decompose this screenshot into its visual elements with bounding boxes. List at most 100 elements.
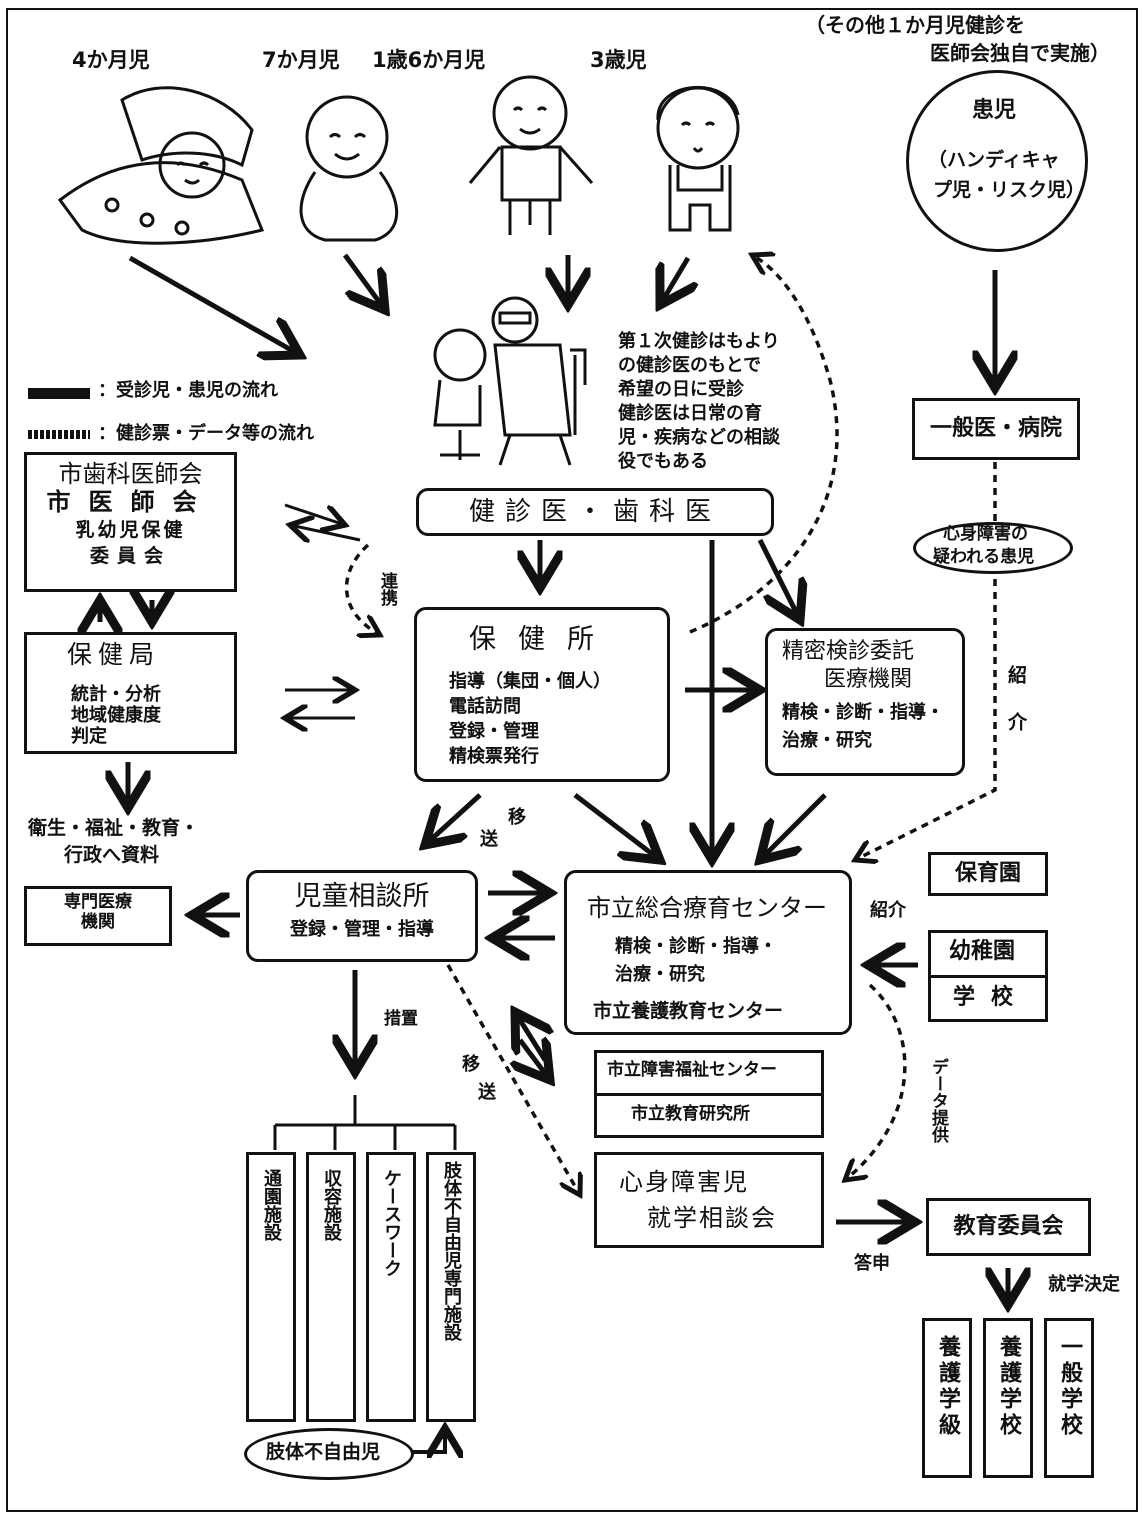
first-exam-note-4: 健診医は日常の育 xyxy=(618,404,762,425)
arrow-committee-exam xyxy=(285,505,345,525)
infant-7m-figure xyxy=(285,82,415,252)
doctor-exam-figure xyxy=(420,285,595,475)
legend-data-swatch xyxy=(28,430,90,439)
infant-4m-figure xyxy=(52,80,272,250)
public-health-line2: 電話訪問 xyxy=(449,697,521,718)
general-center-line1: 精検・診断・指導・ xyxy=(615,937,777,958)
measures-label: 措置 xyxy=(384,1010,418,1030)
public-health-line1: 指導（集団・個人） xyxy=(449,672,611,693)
committee-line4: 委員会 xyxy=(27,546,234,568)
health-bureau-line3: 判定 xyxy=(71,727,107,748)
school-general: 一般学校 xyxy=(1044,1318,1094,1478)
detailed-exam-line1: 精検・診断・指導・ xyxy=(782,703,944,724)
committee-line1: 市歯科医師会 xyxy=(27,461,234,489)
age-4m: 4か月児 xyxy=(72,48,150,72)
facility-residential: 収容施設 xyxy=(306,1152,356,1422)
physically-disabled-label: 肢体不自由児 xyxy=(266,1442,380,1464)
detailed-exam-title2: 医療機関 xyxy=(824,667,912,692)
arrow-3y xyxy=(660,258,688,305)
nursery-box: 保育園 xyxy=(928,852,1048,896)
kindergarten-label: 幼稚園 xyxy=(949,939,1015,964)
facility-physical: 肢体不自由児専門施設 xyxy=(426,1152,476,1422)
suspected-line1: 心身障害の xyxy=(943,525,1028,545)
school-special-school: 養護学校 xyxy=(983,1318,1033,1478)
council-box: 心身障害児 就学相談会 xyxy=(594,1152,824,1248)
health-bureau-box: 保健局 統計・分析 地域健康度 判定 xyxy=(24,632,237,754)
transfer2-b: 送 xyxy=(478,1083,496,1104)
general-center-line2: 治療・研究 xyxy=(615,965,705,986)
legend-patient-flow: ：受診児・患児の流れ xyxy=(98,381,278,402)
arrow-7m xyxy=(345,255,385,310)
specialist-box: 専門医療 機関 xyxy=(24,886,172,946)
welfare-institute-box: 市立障害福祉センター 市立教育研究所 xyxy=(594,1050,824,1138)
detailed-exam-box: 精密検診委託 医療機関 精検・診断・指導・ 治療・研究 xyxy=(765,628,965,776)
patient-sub1: （ハンディキャ xyxy=(928,150,1060,172)
admin-data-line1: 衛生・福祉・教育・ xyxy=(28,818,199,840)
general-center-sub: 市立養護教育センター xyxy=(593,1001,783,1023)
transfer1-a: 移 xyxy=(508,808,526,829)
school-special-class: 養護学級 xyxy=(922,1318,972,1478)
arrow-ph-consult xyxy=(425,795,480,845)
transfer1-b: 送 xyxy=(480,830,498,851)
admin-data-line2: 行政へ資料 xyxy=(64,845,159,867)
suspected-line2: 疑われる患児 xyxy=(933,548,1034,568)
transfer2-a: 移 xyxy=(462,1055,480,1076)
general-center-box: 市立総合療育センター 精検・診断・指導・ 治療・研究 市立養護教育センター xyxy=(564,870,852,1035)
public-health-box: 保健所 指導（集団・個人） 電話訪問 登録・管理 精検票発行 xyxy=(414,607,670,782)
child-3y-figure xyxy=(630,70,770,250)
council-line1: 心身障害児 xyxy=(619,1169,749,1197)
detailed-exam-title1: 精密検診委託 xyxy=(782,639,914,664)
committee-line2: 市医師会 xyxy=(27,489,234,517)
report-label: 答申 xyxy=(854,1254,890,1275)
dashed-center-council xyxy=(845,985,905,1180)
health-bureau-title: 保健局 xyxy=(67,641,160,670)
legend-data-flow: ：健診票・データ等の流れ xyxy=(98,424,314,445)
exam-doctor-box: 健診医・歯科医 xyxy=(416,488,774,536)
nursery-label: 保育園 xyxy=(931,855,1045,893)
general-doctor-box: 一般医・病院 xyxy=(912,398,1080,460)
general-center-title: 市立総合療育センター xyxy=(587,895,827,923)
first-exam-note-1: 第１次健診はもより xyxy=(618,332,780,353)
legend-solid-swatch xyxy=(28,388,90,399)
age-7m: 7か月児 xyxy=(262,48,340,72)
referral2-label: 紹介 xyxy=(870,901,906,922)
school-label: 学校 xyxy=(953,985,1029,1010)
detailed-exam-line2: 治療・研究 xyxy=(782,731,872,752)
public-health-line3: 登録・管理 xyxy=(449,722,539,743)
health-bureau-line2: 地域健康度 xyxy=(71,706,161,727)
arrow-ph-center xyxy=(575,795,660,860)
public-health-title: 保健所 xyxy=(469,624,616,655)
first-exam-note-6: 役でもある xyxy=(618,452,708,473)
edu-institute-label: 市立教育研究所 xyxy=(631,1105,750,1125)
committee-box: 市歯科医師会 市医師会 乳幼児保健 委員会 xyxy=(24,452,237,592)
child-consult-box: 児童相談所 登録・管理・指導 xyxy=(246,870,478,962)
data-provision-label: データ提供 xyxy=(926,1058,951,1143)
decision-label: 就学決定 xyxy=(1048,1275,1120,1296)
patient-sub2: プ児・リスク児） xyxy=(933,180,1085,202)
referral-vertical: 紹介 xyxy=(1003,665,1030,759)
facility-tree xyxy=(275,1095,455,1150)
child-consult-sub: 登録・管理・指導 xyxy=(249,920,475,941)
first-exam-note-2: の健診医のもとで xyxy=(618,356,761,377)
arrow-exam-committee xyxy=(290,525,360,540)
general-doctor-label: 一般医・病院 xyxy=(915,401,1077,457)
renkei-label: 連携 xyxy=(375,572,400,606)
kindergarten-school-divider xyxy=(931,975,1045,978)
arrow-4m xyxy=(130,258,300,355)
welfare-institute-divider xyxy=(597,1093,821,1096)
council-line2: 就学相談会 xyxy=(647,1205,777,1233)
note-top-line2: 医師会独自で実施） xyxy=(930,42,1110,65)
health-bureau-line1: 統計・分析 xyxy=(71,685,161,706)
child-consult-title: 児童相談所 xyxy=(249,881,475,912)
exam-doctor-label: 健診医・歯科医 xyxy=(419,491,771,533)
facility-casework: ケースワーク xyxy=(366,1152,416,1422)
patient-title: 患児 xyxy=(972,98,1016,123)
kindergarten-school-box: 幼稚園 学校 xyxy=(928,930,1048,1022)
note-top-line1: （その他１か月児健診を xyxy=(805,14,1025,37)
board-box: 教育委員会 xyxy=(926,1198,1091,1256)
committee-line3: 乳幼児保健 xyxy=(27,520,234,542)
welfare-center-label: 市立障害福祉センター xyxy=(607,1061,777,1081)
arrow-detailed-center xyxy=(760,795,825,860)
specialist-line1: 専門医療 xyxy=(27,893,169,913)
toddler-18m-figure xyxy=(450,65,610,245)
